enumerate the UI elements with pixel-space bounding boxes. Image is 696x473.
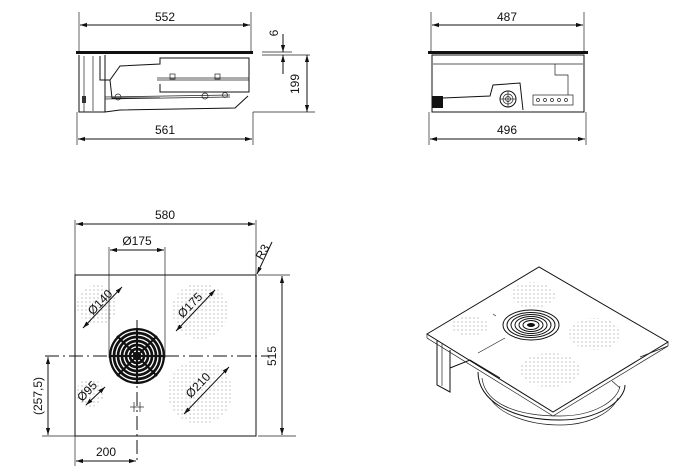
plan-view: 580 Ø175 Ø140 Ø175 Ø95 Ø210 <box>31 208 296 466</box>
isometric-view <box>426 266 669 426</box>
dim-front-top-width: 552 <box>155 10 175 24</box>
dim-overall-depth: 515 <box>265 346 279 366</box>
dim-overall-width: 580 <box>155 208 175 222</box>
front-view: 552 561 6 199 <box>76 10 315 145</box>
dim-corner-radius: R3 <box>253 242 273 263</box>
dim-depth: 199 <box>288 74 302 94</box>
side-view: 487 496 <box>428 10 588 145</box>
dim-front-bottom-width: 561 <box>155 123 175 137</box>
dim-extractor-diameter: Ø175 <box>122 234 152 248</box>
dim-center-offset-x: 200 <box>96 445 116 459</box>
dim-center-offset-y: (257,5) <box>31 377 45 415</box>
dim-side-bottom-width: 496 <box>497 123 517 137</box>
dim-glass-thickness: 6 <box>267 29 281 36</box>
dim-side-top-width: 487 <box>497 10 517 24</box>
